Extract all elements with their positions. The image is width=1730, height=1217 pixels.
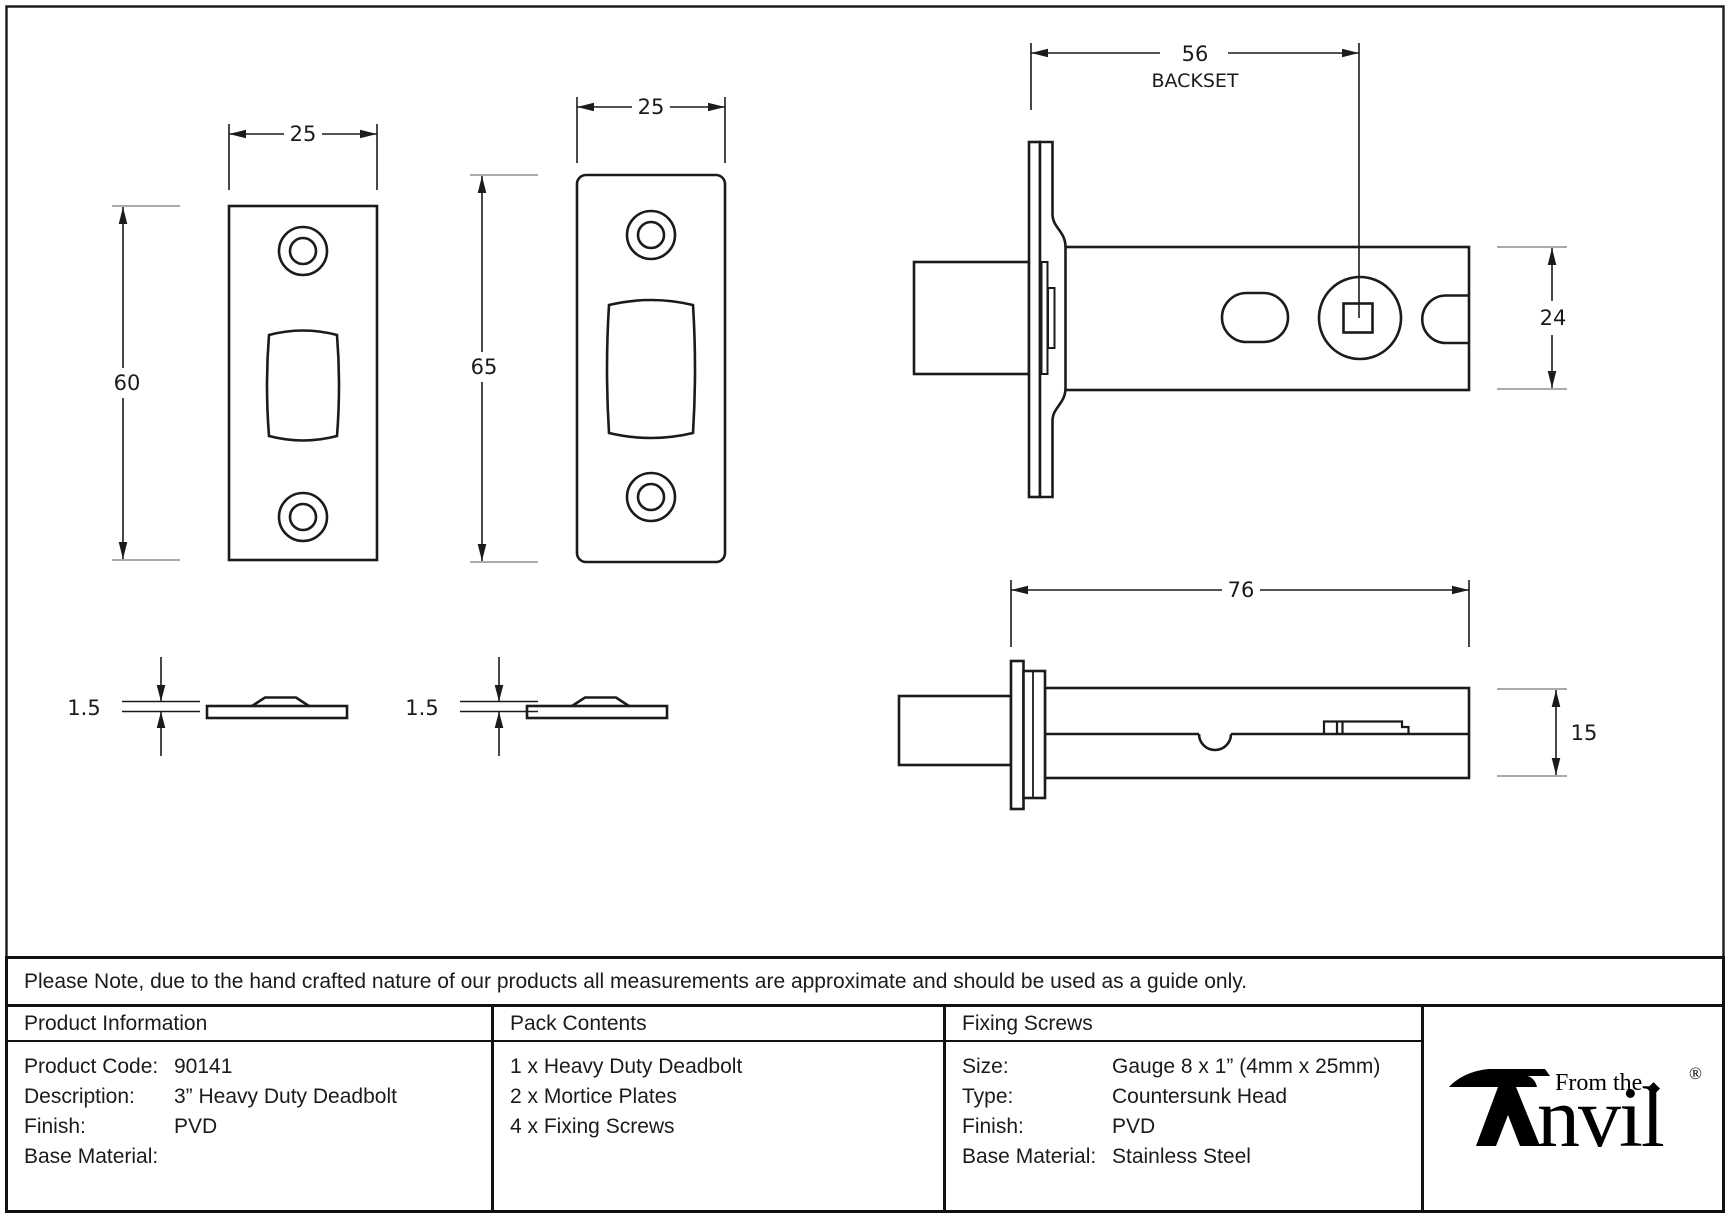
dim-label-plate-large-width: 25 xyxy=(638,95,665,119)
logo-anvil-text: nvil xyxy=(1537,1069,1664,1165)
faceplate-edge xyxy=(1009,659,1025,811)
list-item: 1 x Heavy Duty Deadbolt xyxy=(510,1055,743,1078)
row-label: Base Material: xyxy=(24,1145,159,1168)
deadbolt-side-view xyxy=(912,43,1567,499)
pack-contents-column: Pack Contents 1 x Heavy Duty Deadbolt 2 … xyxy=(494,1007,946,1210)
lock-case xyxy=(1062,245,1471,392)
product-information-column: Product Information Product Code: 90141 … xyxy=(8,1007,494,1210)
dim-plate-large-width xyxy=(576,97,726,163)
row-value: PVD xyxy=(1112,1115,1156,1138)
table-row: Base Material: xyxy=(24,1142,491,1172)
dim-label-case-depth: 15 xyxy=(1571,721,1598,745)
edge-notch xyxy=(1421,294,1469,345)
logo-diamond-icon: ◆ xyxy=(1647,1078,1661,1097)
dim-label-backset-caption: BACKSET xyxy=(1151,70,1238,92)
bolt xyxy=(897,694,1013,767)
row-value: 3” Heavy Duty Deadbolt xyxy=(174,1085,397,1108)
dim-plate-large-height xyxy=(470,174,538,563)
bolt-cutout xyxy=(265,329,341,442)
row-label: Finish: xyxy=(24,1115,86,1138)
row-value: Stainless Steel xyxy=(1112,1145,1251,1168)
measurement-note-text: Please Note, due to the hand crafted nat… xyxy=(24,969,1248,993)
dim-label-backset-value: 56 xyxy=(1182,42,1209,66)
table-row: Type: Countersunk Head xyxy=(962,1082,1421,1112)
registered-trademark-icon: ® xyxy=(1689,1064,1702,1083)
table-row: Description: 3” Heavy Duty Deadbolt xyxy=(24,1082,491,1112)
dim-plate-small-height xyxy=(112,205,180,561)
from-the-anvil-logo: nvil From the ◆ ® xyxy=(1449,1064,1702,1165)
fixing-screws-header: Fixing Screws xyxy=(946,1007,1421,1042)
anvil-icon xyxy=(1449,1068,1550,1146)
dim-case-depth xyxy=(1497,688,1567,777)
info-table: Please Note, due to the hand crafted nat… xyxy=(5,956,1725,1213)
table-row: Product Code: 90141 xyxy=(24,1052,491,1082)
dim-label-case-height: 24 xyxy=(1540,306,1567,330)
row-label: Base Material: xyxy=(962,1145,1097,1168)
row-value: Gauge 8 x 1” (4mm x 25mm) xyxy=(1112,1055,1381,1078)
row-label: Product Code: xyxy=(24,1055,159,1078)
spindle-boss xyxy=(1317,275,1403,361)
table-row: Finish: PVD xyxy=(962,1112,1421,1142)
dim-label-plate-small-width: 25 xyxy=(290,122,317,146)
table-row: Base Material: Stainless Steel xyxy=(962,1142,1421,1172)
fixing-screws-column: Fixing Screws Size: Gauge 8 x 1” (4mm x … xyxy=(946,1007,1424,1210)
row-label: Type: xyxy=(962,1085,1014,1108)
list-item: 4 x Fixing Screws xyxy=(510,1115,675,1138)
logo-from-the-text: From the xyxy=(1555,1070,1642,1096)
row-label: Description: xyxy=(24,1085,135,1108)
plate-profile-small-view xyxy=(122,657,349,756)
slide-tab xyxy=(1322,720,1410,734)
product-information-header: Product Information xyxy=(8,1007,491,1042)
row-value: 90141 xyxy=(174,1055,233,1078)
plate-front-large-view xyxy=(470,97,727,564)
sheet-border xyxy=(5,5,1725,956)
brand-cell: nvil From the ◆ ® xyxy=(1424,1007,1722,1210)
table-row: Finish: PVD xyxy=(24,1112,491,1142)
row-label: Finish: xyxy=(962,1115,1024,1138)
bolt xyxy=(912,260,1031,376)
deadbolt-plan-view xyxy=(897,580,1567,811)
dim-label-plate-large-thickness: 1.5 xyxy=(405,696,438,720)
row-value: PVD xyxy=(174,1115,218,1138)
faceplate-edge xyxy=(1027,140,1042,499)
plate-profile-large-view xyxy=(460,657,669,756)
technical-drawing-canvas: 25 60 25 65 1.5 1.5 56 BACKSET 24 76 15 xyxy=(5,5,1725,956)
plate-front-small-view xyxy=(112,124,379,562)
dim-plate-small-width xyxy=(228,124,378,190)
measurement-note: Please Note, due to the hand crafted nat… xyxy=(8,959,1722,1007)
collar xyxy=(1022,669,1047,800)
row-label: Size: xyxy=(962,1055,1009,1078)
list-item: 2 x Mortice Plates xyxy=(510,1085,677,1108)
row-value: Countersunk Head xyxy=(1112,1085,1288,1108)
dim-label-plate-small-thickness: 1.5 xyxy=(67,696,100,720)
table-row: Size: Gauge 8 x 1” (4mm x 25mm) xyxy=(962,1052,1421,1082)
dim-case-length xyxy=(1010,580,1470,647)
pack-contents-header: Pack Contents xyxy=(494,1007,943,1042)
faceplate-flare xyxy=(1038,140,1067,499)
bolt-cutout xyxy=(605,298,697,440)
dim-label-plate-small-height: 60 xyxy=(114,371,141,395)
spindle-square-hole xyxy=(1342,302,1374,334)
dim-backset xyxy=(1030,43,1360,318)
dim-case-height xyxy=(1497,246,1567,390)
oval-hole xyxy=(1220,291,1290,344)
mid-notch xyxy=(1197,733,1233,752)
dim-label-plate-large-height: 65 xyxy=(471,355,498,379)
dim-label-case-length: 76 xyxy=(1228,578,1255,602)
